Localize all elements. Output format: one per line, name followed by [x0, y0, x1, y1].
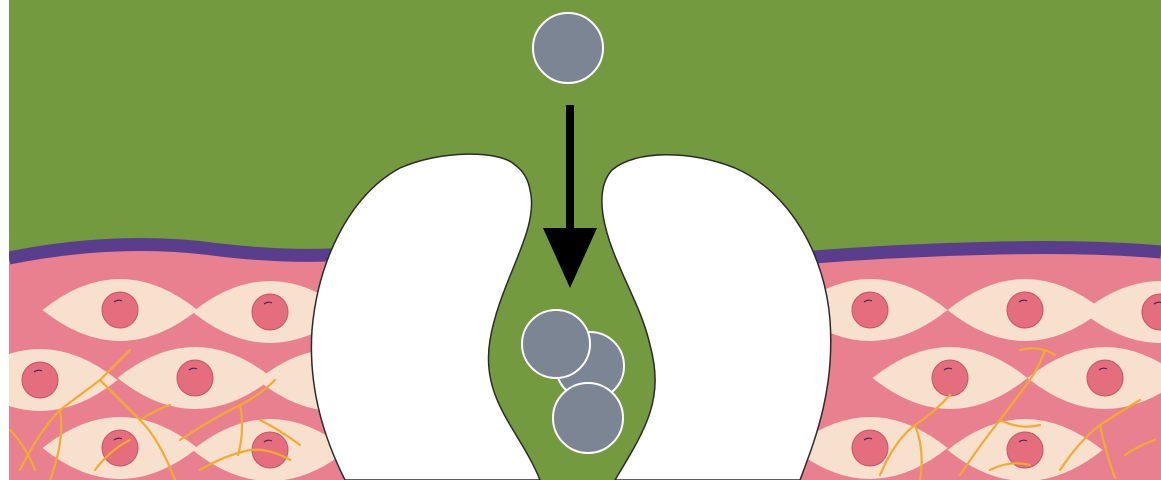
left-border — [0, 0, 9, 480]
cell-nucleus — [22, 362, 58, 398]
cell-nucleus — [1087, 360, 1123, 396]
cell-nucleus — [102, 430, 138, 466]
cell-nucleus — [1007, 292, 1043, 328]
particle-in-channel — [553, 383, 623, 453]
particle-icon — [533, 13, 603, 83]
cell-nucleus — [252, 294, 288, 330]
arrow-shaft — [566, 105, 574, 235]
particle-in-channel — [522, 310, 590, 378]
tissue-right — [793, 248, 1161, 480]
cell-nucleus — [177, 360, 213, 396]
cell-nucleus — [852, 430, 888, 466]
cell-nucleus — [932, 360, 968, 396]
cell-nucleus — [102, 292, 138, 328]
cell-nucleus — [852, 292, 888, 328]
